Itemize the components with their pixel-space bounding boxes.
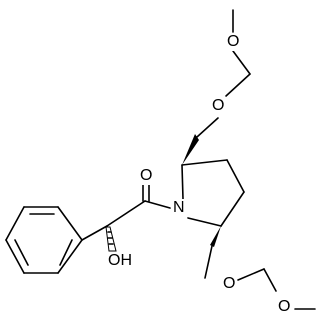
bond-upper-o-ch2-ring [196, 117, 219, 138]
nitrogen-label: N [173, 199, 185, 216]
bond-lower-ch2-o2 [263, 268, 277, 292]
phenyl-bond-6 [57, 206, 83, 241]
bond-ring-n-c2 [181, 164, 184, 200]
phenyl-bond-1 [57, 239, 83, 274]
label-bg-lower-o2 [276, 298, 292, 316]
bond-ring-c5-n [187, 217, 222, 227]
phenyl-inner-3 [59, 239, 73, 266]
bond-carbonyl-alpha [106, 200, 146, 227]
label-bg-lower-o1 [221, 275, 237, 293]
label-bg-upper-o2 [210, 97, 226, 115]
phenyl-inner-2 [14, 239, 29, 266]
bond-upper-o-ch2 [232, 50, 251, 75]
bond-lower-ch2-o [204, 245, 213, 279]
oxygen-upper-1-label: O [227, 33, 239, 50]
bond-n-carbonyl [144, 200, 171, 209]
hashed-alpha-oh [105, 226, 117, 252]
bond-lower-o-ch2 [237, 268, 265, 281]
label-bg-carbonyl-o [138, 167, 154, 185]
oxygen-upper-2-label: O [212, 97, 224, 114]
label-bg-upper-o1 [225, 33, 241, 51]
wedge-lower-stereo [210, 226, 221, 247]
carbonyl-oxygen-label: O [140, 167, 152, 184]
phenyl-bond-4 [5, 206, 25, 241]
bond-upper-ch2-o [225, 73, 251, 97]
bond-ring-c2-c3 [181, 159, 228, 166]
bond-ring-c3-c4 [226, 159, 245, 193]
oxygen-lower-1-label: O [223, 275, 235, 292]
label-bg-nitrogen [172, 199, 188, 217]
phenyl-bond-3 [5, 239, 25, 274]
label-bg-hydroxyl [107, 252, 135, 270]
wedge-upper-stereo [182, 134, 199, 165]
oxygen-lower-2-label: O [278, 298, 290, 315]
hydroxyl-label: OH [108, 252, 132, 269]
bond-alpha-phenyl [81, 225, 108, 241]
bond-ring-c4-c5 [220, 191, 245, 227]
